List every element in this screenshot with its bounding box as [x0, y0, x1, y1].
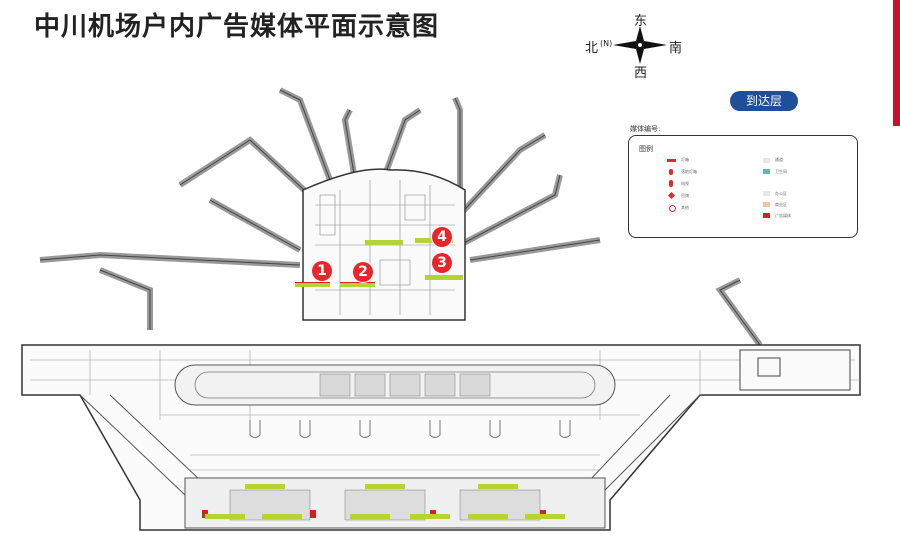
legend-item: 落地灯箱 [681, 169, 697, 174]
ad-tag [468, 514, 508, 519]
red-capsule-icon [669, 180, 673, 187]
red-swatch-icon [763, 213, 770, 218]
ad-marker-2[interactable]: 2 [353, 262, 373, 282]
ad-tag [478, 484, 518, 489]
media-number-label: 媒体编号: [630, 125, 661, 133]
ad-marker-1[interactable]: 1 [312, 261, 332, 281]
red-circle-icon [669, 205, 676, 212]
ad-marker-4[interactable]: 4 [432, 227, 452, 247]
ad-tag [245, 484, 285, 489]
ad-tag [262, 514, 302, 519]
compass: 东 西 北 (N) 南 [585, 10, 695, 81]
legend-title: 图例 [639, 145, 653, 153]
teal-swatch-icon [763, 169, 770, 174]
legend-item: 吊旗 [681, 193, 689, 198]
accent-bar [893, 0, 900, 126]
compass-north: 北 [585, 41, 599, 56]
legend-item: 通道 [775, 157, 783, 162]
legend-item: 电视 [681, 181, 689, 186]
red-bar-icon [667, 159, 676, 162]
ad-tag [205, 514, 245, 519]
level-button-arrival[interactable]: 到达层 [730, 91, 798, 111]
legend-item: 卫生间 [775, 169, 787, 174]
legend-item: 广告媒体 [775, 213, 791, 218]
ad-tag [295, 282, 330, 287]
legend-item: 灯箱 [681, 157, 689, 162]
page-title: 中川机场户内广告媒体平面示意图 [34, 12, 440, 42]
legend-box: 图例 灯箱 落地灯箱 电视 吊旗 其他 通道 卫生间 办公区 商业区 广告媒体 [628, 135, 858, 238]
compass-south: 南 [669, 41, 683, 56]
legend-item: 商业区 [775, 202, 787, 207]
tan-swatch-icon [763, 202, 770, 207]
legend-item: 办公区 [775, 191, 787, 196]
compass-east: 东 [634, 14, 648, 29]
jet-bridge [39, 89, 761, 346]
compass-rose-icon [613, 26, 667, 64]
ad-tag [365, 484, 405, 489]
ad-tag [425, 275, 463, 280]
ad-tag [525, 514, 565, 519]
red-oval-icon [669, 169, 673, 175]
ad-tag [410, 514, 450, 519]
light-gray-swatch-icon [763, 158, 770, 163]
ad-tag [340, 282, 375, 287]
ad-tag [365, 240, 403, 245]
legend-item: 其他 [681, 205, 689, 210]
right-annex [739, 349, 851, 391]
light-gray-swatch-icon [763, 191, 770, 196]
ad-marker-3[interactable]: 3 [432, 253, 452, 273]
ad-tag [350, 514, 390, 519]
compass-west: 西 [634, 66, 648, 81]
compass-north-abbr: (N) [600, 39, 613, 48]
